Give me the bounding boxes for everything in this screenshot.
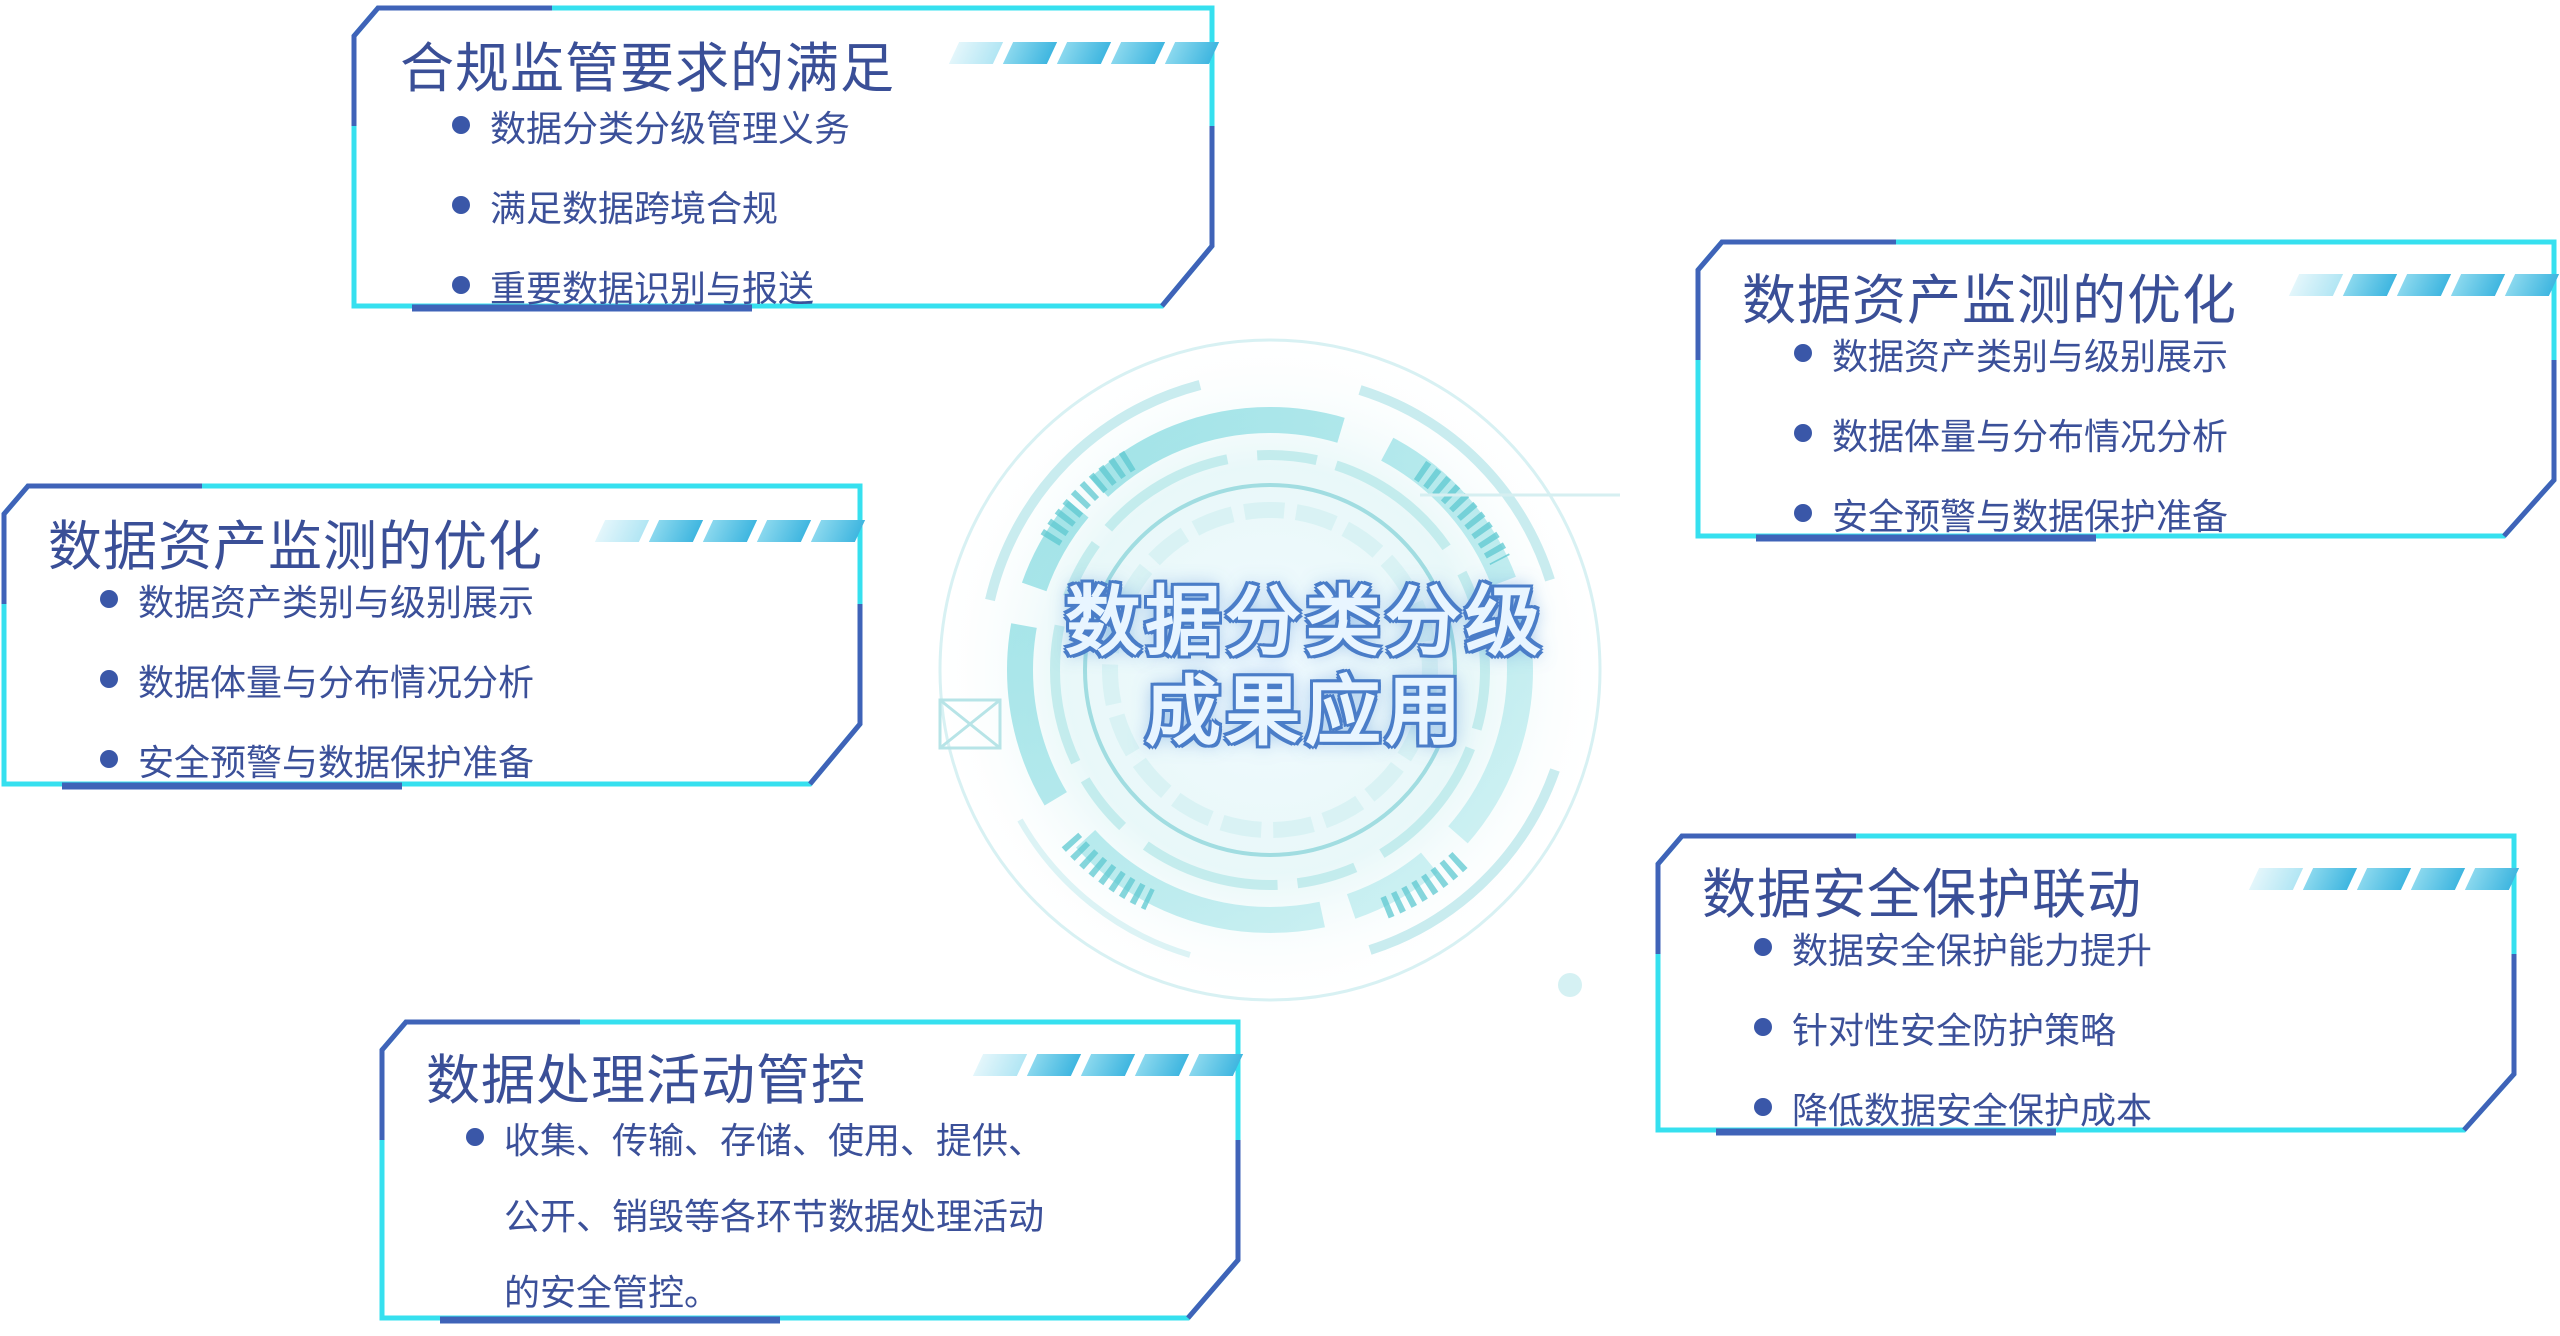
card-title: 数据安全保护联动 bbox=[1702, 863, 2142, 926]
list-item: 数据体量与分布情况分析 bbox=[100, 654, 534, 706]
card-frame bbox=[1655, 833, 2517, 1136]
card-security: 数据安全保护联动 数据安全保护能力提升 针对性安全防护策略 降低数据安全保护成本 bbox=[1655, 833, 2520, 1136]
list-item: 安全预警与数据保护准备 bbox=[100, 734, 534, 786]
list-item: 针对性安全防护策略 bbox=[1754, 1002, 2152, 1054]
center-title-line2: 成果应用 bbox=[1145, 667, 1465, 756]
card-compliance: 合规监管要求的满足 数据分类分级管理义务 满足数据跨境合规 重要数据识别与报送 bbox=[351, 5, 1220, 314]
decorative-stripes bbox=[594, 520, 866, 542]
card-title: 数据资产监测的优化 bbox=[48, 515, 543, 578]
decorative-stripes bbox=[972, 1054, 1244, 1076]
list-item: 数据资产类别与级别展示 bbox=[100, 574, 534, 626]
card-monitoring-left: 数据资产监测的优化 数据资产类别与级别展示 数据体量与分布情况分析 安全预警与数… bbox=[1, 483, 866, 790]
list-item: 重要数据识别与报送 bbox=[452, 260, 850, 312]
center-ring-graphic bbox=[900, 300, 1640, 1040]
decorative-stripes bbox=[2248, 868, 2520, 890]
card-list: 收集、传输、存储、使用、提供、 bbox=[466, 1112, 1044, 1164]
card-title: 合规监管要求的满足 bbox=[400, 37, 895, 100]
list-item: 数据安全保护能力提升 bbox=[1754, 922, 2152, 974]
decorative-stripes bbox=[2288, 274, 2560, 296]
list-item: 数据分类分级管理义务 bbox=[452, 100, 850, 152]
list-item-continuation: 的安全管控。 bbox=[504, 1273, 721, 1314]
list-item-continuation: 公开、销毁等各环节数据处理活动 bbox=[504, 1197, 1045, 1238]
list-item: 数据资产类别与级别展示 bbox=[1794, 328, 2228, 380]
list-item: 数据体量与分布情况分析 bbox=[1794, 408, 2228, 460]
card-title: 数据处理活动管控 bbox=[426, 1049, 866, 1112]
ring-decoration bbox=[930, 330, 1620, 1010]
list-item: 收集、传输、存储、使用、提供、 bbox=[466, 1112, 1044, 1164]
card-processing: 数据处理活动管控 收集、传输、存储、使用、提供、 公开、销毁等各环节数据处理活动… bbox=[379, 1019, 1244, 1324]
decorative-stripes bbox=[948, 42, 1220, 64]
list-item: 安全预警与数据保护准备 bbox=[1794, 488, 2228, 540]
center-title-line1: 数据分类分级 bbox=[1065, 577, 1545, 666]
card-list: 数据分类分级管理义务 满足数据跨境合规 重要数据识别与报送 bbox=[452, 100, 850, 312]
card-list: 数据安全保护能力提升 针对性安全防护策略 降低数据安全保护成本 bbox=[1754, 922, 2152, 1134]
card-frame bbox=[379, 1019, 1241, 1324]
card-list: 数据资产类别与级别展示 数据体量与分布情况分析 安全预警与数据保护准备 bbox=[100, 574, 534, 786]
list-item: 降低数据安全保护成本 bbox=[1754, 1082, 2152, 1134]
card-frame bbox=[351, 5, 1215, 312]
card-frame bbox=[1695, 239, 2557, 542]
list-item: 满足数据跨境合规 bbox=[452, 180, 850, 232]
card-frame bbox=[1, 483, 863, 790]
card-list: 数据资产类别与级别展示 数据体量与分布情况分析 安全预警与数据保护准备 bbox=[1794, 328, 2228, 540]
card-monitoring-right: 数据资产监测的优化 数据资产类别与级别展示 数据体量与分布情况分析 安全预警与数… bbox=[1695, 239, 2560, 542]
card-title: 数据资产监测的优化 bbox=[1742, 269, 2237, 332]
